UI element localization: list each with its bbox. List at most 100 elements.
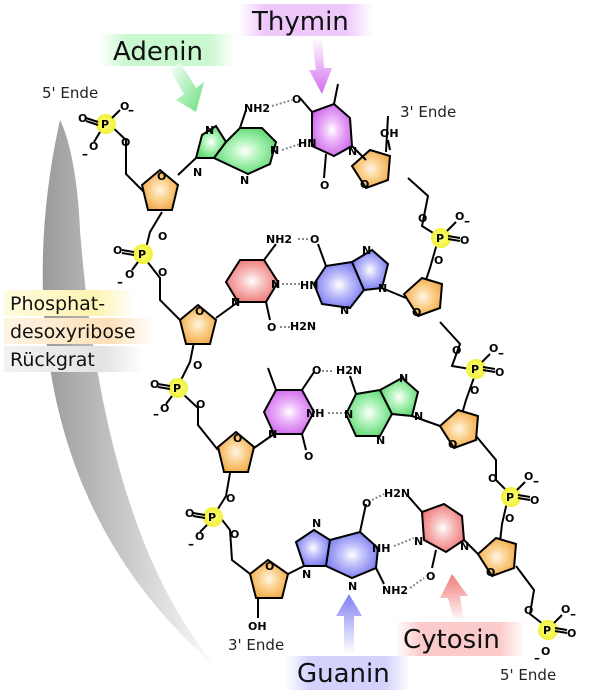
atom-n: N bbox=[399, 372, 408, 385]
atom-h2n: H2N bbox=[290, 320, 316, 333]
atom-o: O bbox=[524, 470, 533, 483]
atom-o: O bbox=[121, 136, 130, 149]
atom-o: O bbox=[567, 627, 576, 640]
atom-n: N bbox=[240, 174, 249, 187]
sugar-8 bbox=[476, 536, 518, 578]
charge-minus: – bbox=[117, 275, 123, 289]
atom-o: O bbox=[158, 230, 167, 243]
atom-o: O bbox=[304, 450, 313, 463]
atom-o: O bbox=[125, 268, 134, 281]
base-pair-1: N N N N NH2 O HN N O bbox=[177, 83, 367, 192]
atom-o: O bbox=[455, 210, 464, 223]
atom-o: O bbox=[226, 492, 235, 505]
atom-o: O bbox=[160, 402, 169, 415]
sugars: O O O O O O O O bbox=[140, 148, 518, 599]
label-adenin: Adenin bbox=[100, 34, 235, 67]
atom-p: P bbox=[208, 511, 216, 524]
atom-o: O bbox=[233, 432, 242, 445]
phosphate-5: P O O – O O bbox=[418, 210, 470, 267]
atom-p: P bbox=[543, 624, 551, 637]
label-thymin-text: Thymin bbox=[251, 7, 349, 37]
atom-n: N bbox=[205, 124, 214, 137]
phosphate-6: P O O – O O bbox=[452, 342, 504, 397]
backbone-label-line2: desoxyribose bbox=[10, 321, 136, 343]
atom-o: O bbox=[158, 266, 167, 279]
arrow-adenin bbox=[170, 62, 204, 112]
arrow-guanin bbox=[336, 594, 362, 654]
atom-o: O bbox=[150, 378, 159, 391]
atom-p: P bbox=[101, 118, 109, 131]
charge-minus: – bbox=[498, 346, 504, 360]
base-pair-3: O NH N O H2N N N N N bbox=[253, 364, 441, 463]
label-3-end-bottom: 3' Ende bbox=[228, 636, 284, 654]
backbone-arc bbox=[42, 120, 221, 670]
atom-o: O bbox=[486, 566, 495, 579]
atom-n: N bbox=[312, 517, 321, 530]
atom-n: N bbox=[340, 304, 349, 317]
atom-n: N bbox=[271, 278, 280, 291]
atom-hn: HN bbox=[300, 279, 318, 292]
sugar-2 bbox=[178, 303, 218, 345]
atom-o: O bbox=[448, 438, 457, 451]
label-guanin: Guanin bbox=[285, 656, 410, 690]
arrow-thymin bbox=[309, 38, 332, 94]
atom-n: N bbox=[378, 282, 387, 295]
atom-n: N bbox=[376, 434, 385, 447]
atom-o: O bbox=[360, 178, 369, 191]
atom-o: O bbox=[89, 140, 98, 153]
base-guanin-4: N N N NH O NH2 bbox=[287, 497, 408, 597]
atom-h2n: H2N bbox=[384, 487, 410, 500]
atom-p: P bbox=[436, 232, 444, 245]
atom-p: P bbox=[138, 248, 146, 261]
arrow-cytosin bbox=[440, 574, 468, 622]
sugar-4 bbox=[248, 558, 290, 599]
atom-o: O bbox=[312, 364, 321, 377]
label-5-end-bottom: 5' Ende bbox=[500, 666, 556, 684]
base-pair-2: NH2 N N O O HN N N N H2N bbox=[215, 233, 407, 334]
charge-minus: – bbox=[533, 474, 539, 488]
atom-n: N bbox=[414, 535, 423, 548]
charge-minus: – bbox=[188, 537, 194, 551]
atom-o: O bbox=[362, 497, 371, 510]
atom-o: O bbox=[434, 254, 443, 267]
phosphate-8: P O O – O O – bbox=[524, 603, 576, 665]
atom-o: O bbox=[292, 93, 301, 106]
charge-minus: – bbox=[153, 407, 159, 421]
base-thymin-1: O HN N O bbox=[292, 83, 367, 192]
charge-minus: – bbox=[534, 651, 540, 665]
atom-o: O bbox=[489, 342, 498, 355]
atom-hn: HN bbox=[298, 137, 316, 150]
atom-o: O bbox=[460, 234, 469, 247]
atom-n: N bbox=[231, 296, 240, 309]
phosphate-1: P O O – O – O bbox=[78, 100, 134, 161]
atom-o: O bbox=[193, 359, 202, 372]
charge-minus: – bbox=[570, 607, 576, 621]
atom-h2n: H2N bbox=[336, 364, 362, 377]
sugar-6 bbox=[402, 276, 444, 318]
atom-o: O bbox=[185, 507, 194, 520]
atom-o: O bbox=[265, 560, 274, 573]
atom-o: O bbox=[195, 305, 204, 318]
atom-n: N bbox=[193, 166, 202, 179]
backbone-label-line3: Rückgrat bbox=[10, 349, 95, 371]
atom-nh2: NH2 bbox=[382, 584, 408, 597]
charge-minus: – bbox=[464, 214, 470, 228]
phosphates: P O O – O – O P O O O – O P O O O – bbox=[78, 100, 576, 665]
atom-o: O bbox=[470, 384, 479, 397]
atom-o: O bbox=[195, 530, 204, 543]
label-thymin: Thymin bbox=[238, 4, 373, 37]
atom-o: O bbox=[452, 344, 461, 357]
atom-nh: NH bbox=[306, 407, 324, 420]
atom-nh2: NH2 bbox=[244, 102, 270, 115]
atom-p: P bbox=[173, 382, 181, 395]
atom-n: N bbox=[414, 410, 423, 423]
backbone-label-line1: Phosphat- bbox=[10, 293, 105, 315]
atom-oh-bottom: OH bbox=[248, 620, 267, 633]
atom-p: P bbox=[471, 363, 479, 376]
atom-o: O bbox=[310, 233, 319, 246]
atom-n: N bbox=[348, 580, 357, 593]
atom-o: O bbox=[418, 212, 427, 225]
atom-o: O bbox=[426, 570, 435, 583]
base-adenin-1: N N N N NH2 bbox=[177, 102, 279, 187]
